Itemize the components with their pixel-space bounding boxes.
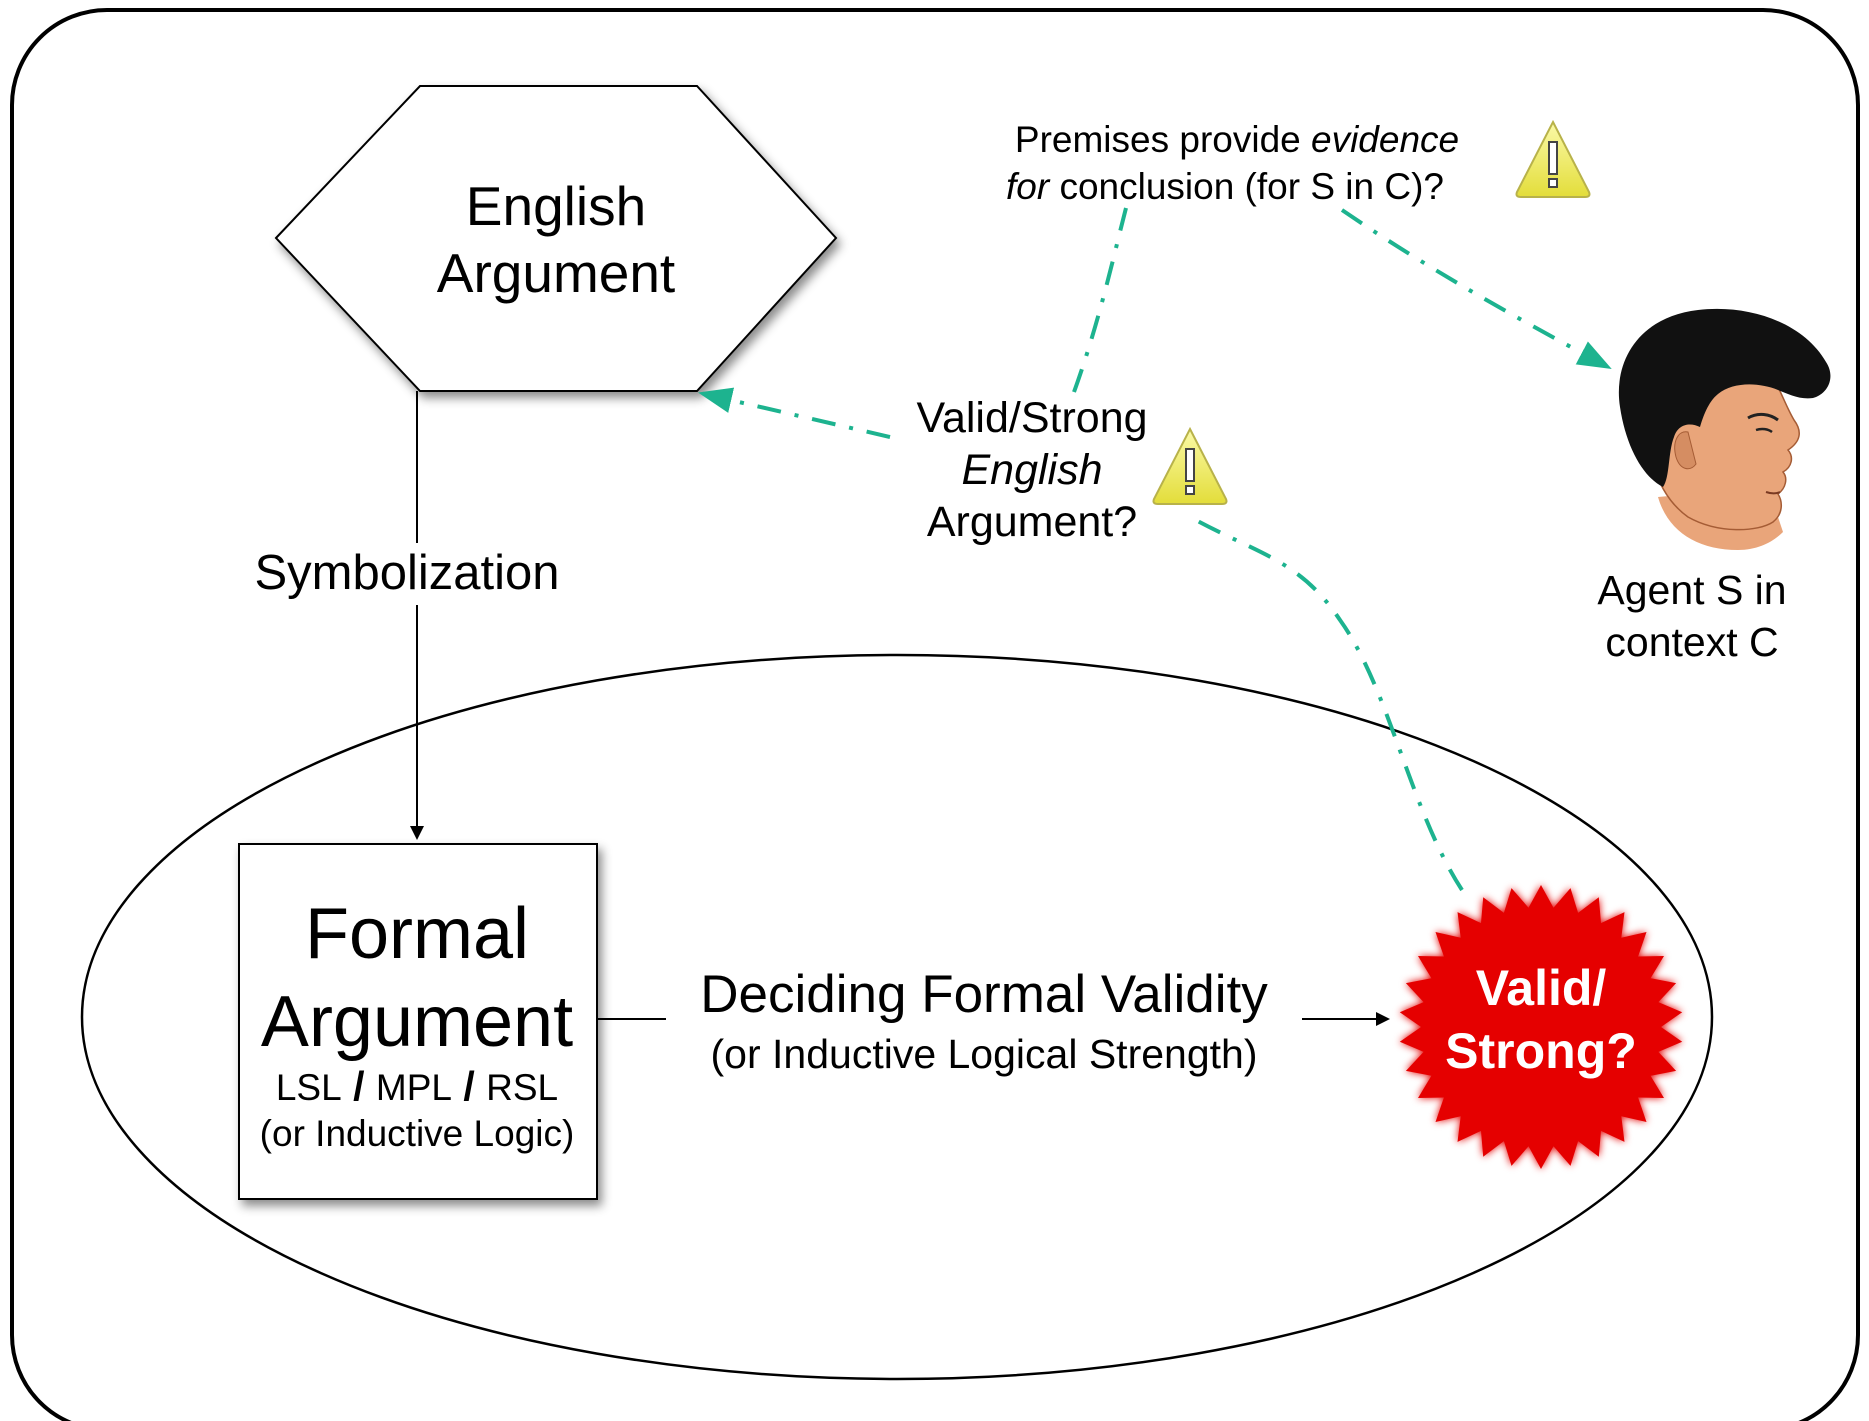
- deciding-label: Deciding Formal Validity: [700, 965, 1268, 1024]
- dashed-arrow-to-english: [698, 387, 891, 439]
- formal-argument-note: (or Inductive Logic): [260, 1113, 575, 1154]
- warning-icon: [1152, 426, 1228, 505]
- symbolization-label: Symbolization: [254, 546, 559, 600]
- english-argument-node: English Argument: [274, 85, 838, 392]
- question-english-line2: English: [961, 446, 1102, 494]
- premises-question-line2: for conclusion (for S in C)?: [1006, 166, 1444, 207]
- agent-label-line1: Agent S in: [1597, 567, 1786, 613]
- question-english-line3: Argument?: [927, 498, 1137, 546]
- valid-strong-starburst: Valid/ Strong?: [1399, 885, 1683, 1169]
- dashed-curve-from-starburst: [1191, 516, 1464, 892]
- formal-argument-node: Formal Argument LSL / MPL / RSL (or Indu…: [238, 843, 598, 1200]
- formal-argument-systems: LSL / MPL / RSL: [276, 1063, 558, 1109]
- premises-question-line1: Premises provide evidence: [1015, 119, 1459, 160]
- dashed-curve-to-premises: [1072, 207, 1128, 393]
- starburst-line1: Valid/: [1476, 960, 1607, 1016]
- warning-icon: [1515, 119, 1591, 198]
- formal-argument-line1: Formal: [305, 894, 529, 974]
- english-argument-line2: Argument: [437, 242, 675, 304]
- formal-logic-ellipse: [80, 653, 1714, 1381]
- agent-head-icon: [1618, 308, 1831, 550]
- deciding-sublabel: (or Inductive Logical Strength): [711, 1031, 1258, 1077]
- starburst-line2: Strong?: [1445, 1023, 1637, 1079]
- dashed-arrow-to-agent: [1340, 208, 1612, 370]
- question-english-line1: Valid/Strong: [916, 394, 1147, 442]
- agent-label-line2: context C: [1605, 619, 1778, 665]
- outer-frame: [10, 8, 1860, 1421]
- english-argument-line1: English: [466, 175, 646, 237]
- formal-argument-line2: Argument: [261, 982, 573, 1062]
